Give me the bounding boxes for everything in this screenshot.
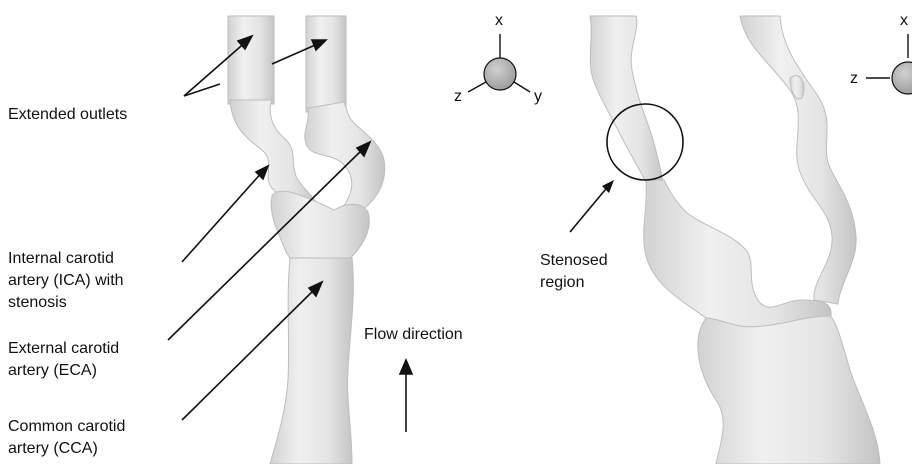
arrowhead-flow <box>400 360 412 374</box>
left-vessel <box>228 16 385 464</box>
left-axis-ball <box>484 58 516 90</box>
label-stenosed-region: Stenosed region <box>540 250 608 294</box>
right-vessel <box>590 16 880 464</box>
left-axis-triad <box>468 34 530 92</box>
right-axis-x-label: x <box>900 12 908 30</box>
label-flow-direction: Flow direction <box>364 324 463 346</box>
right-eca-nub <box>790 76 804 99</box>
right-eca-branch <box>740 16 856 304</box>
right-axis-ball <box>892 62 912 94</box>
right-axis-triad <box>866 34 912 94</box>
arrow-ica <box>182 170 264 262</box>
right-ica-upper <box>590 16 664 186</box>
arrow-stenosed <box>570 184 610 232</box>
label-cca: Common carotid artery (CCA) <box>8 416 125 460</box>
right-bulb <box>698 316 880 464</box>
left-axis-y-label: y <box>534 88 542 106</box>
left-axis-y-line <box>514 82 530 92</box>
right-axis-z-label: z <box>850 70 858 88</box>
label-extended-outlets: Extended outlets <box>8 104 127 126</box>
label-ica: Internal carotid artery (ICA) with steno… <box>8 248 124 314</box>
arrow-outlets-to-eca <box>184 84 220 96</box>
label-eca: External carotid artery (ECA) <box>8 338 119 382</box>
left-ica-branch <box>230 100 318 206</box>
left-outlet-eca <box>306 16 346 112</box>
left-outlet-ica <box>228 16 274 104</box>
left-axis-x-label: x <box>495 12 503 30</box>
left-axis-z-label: z <box>454 88 462 106</box>
left-axis-z-line <box>468 82 486 92</box>
